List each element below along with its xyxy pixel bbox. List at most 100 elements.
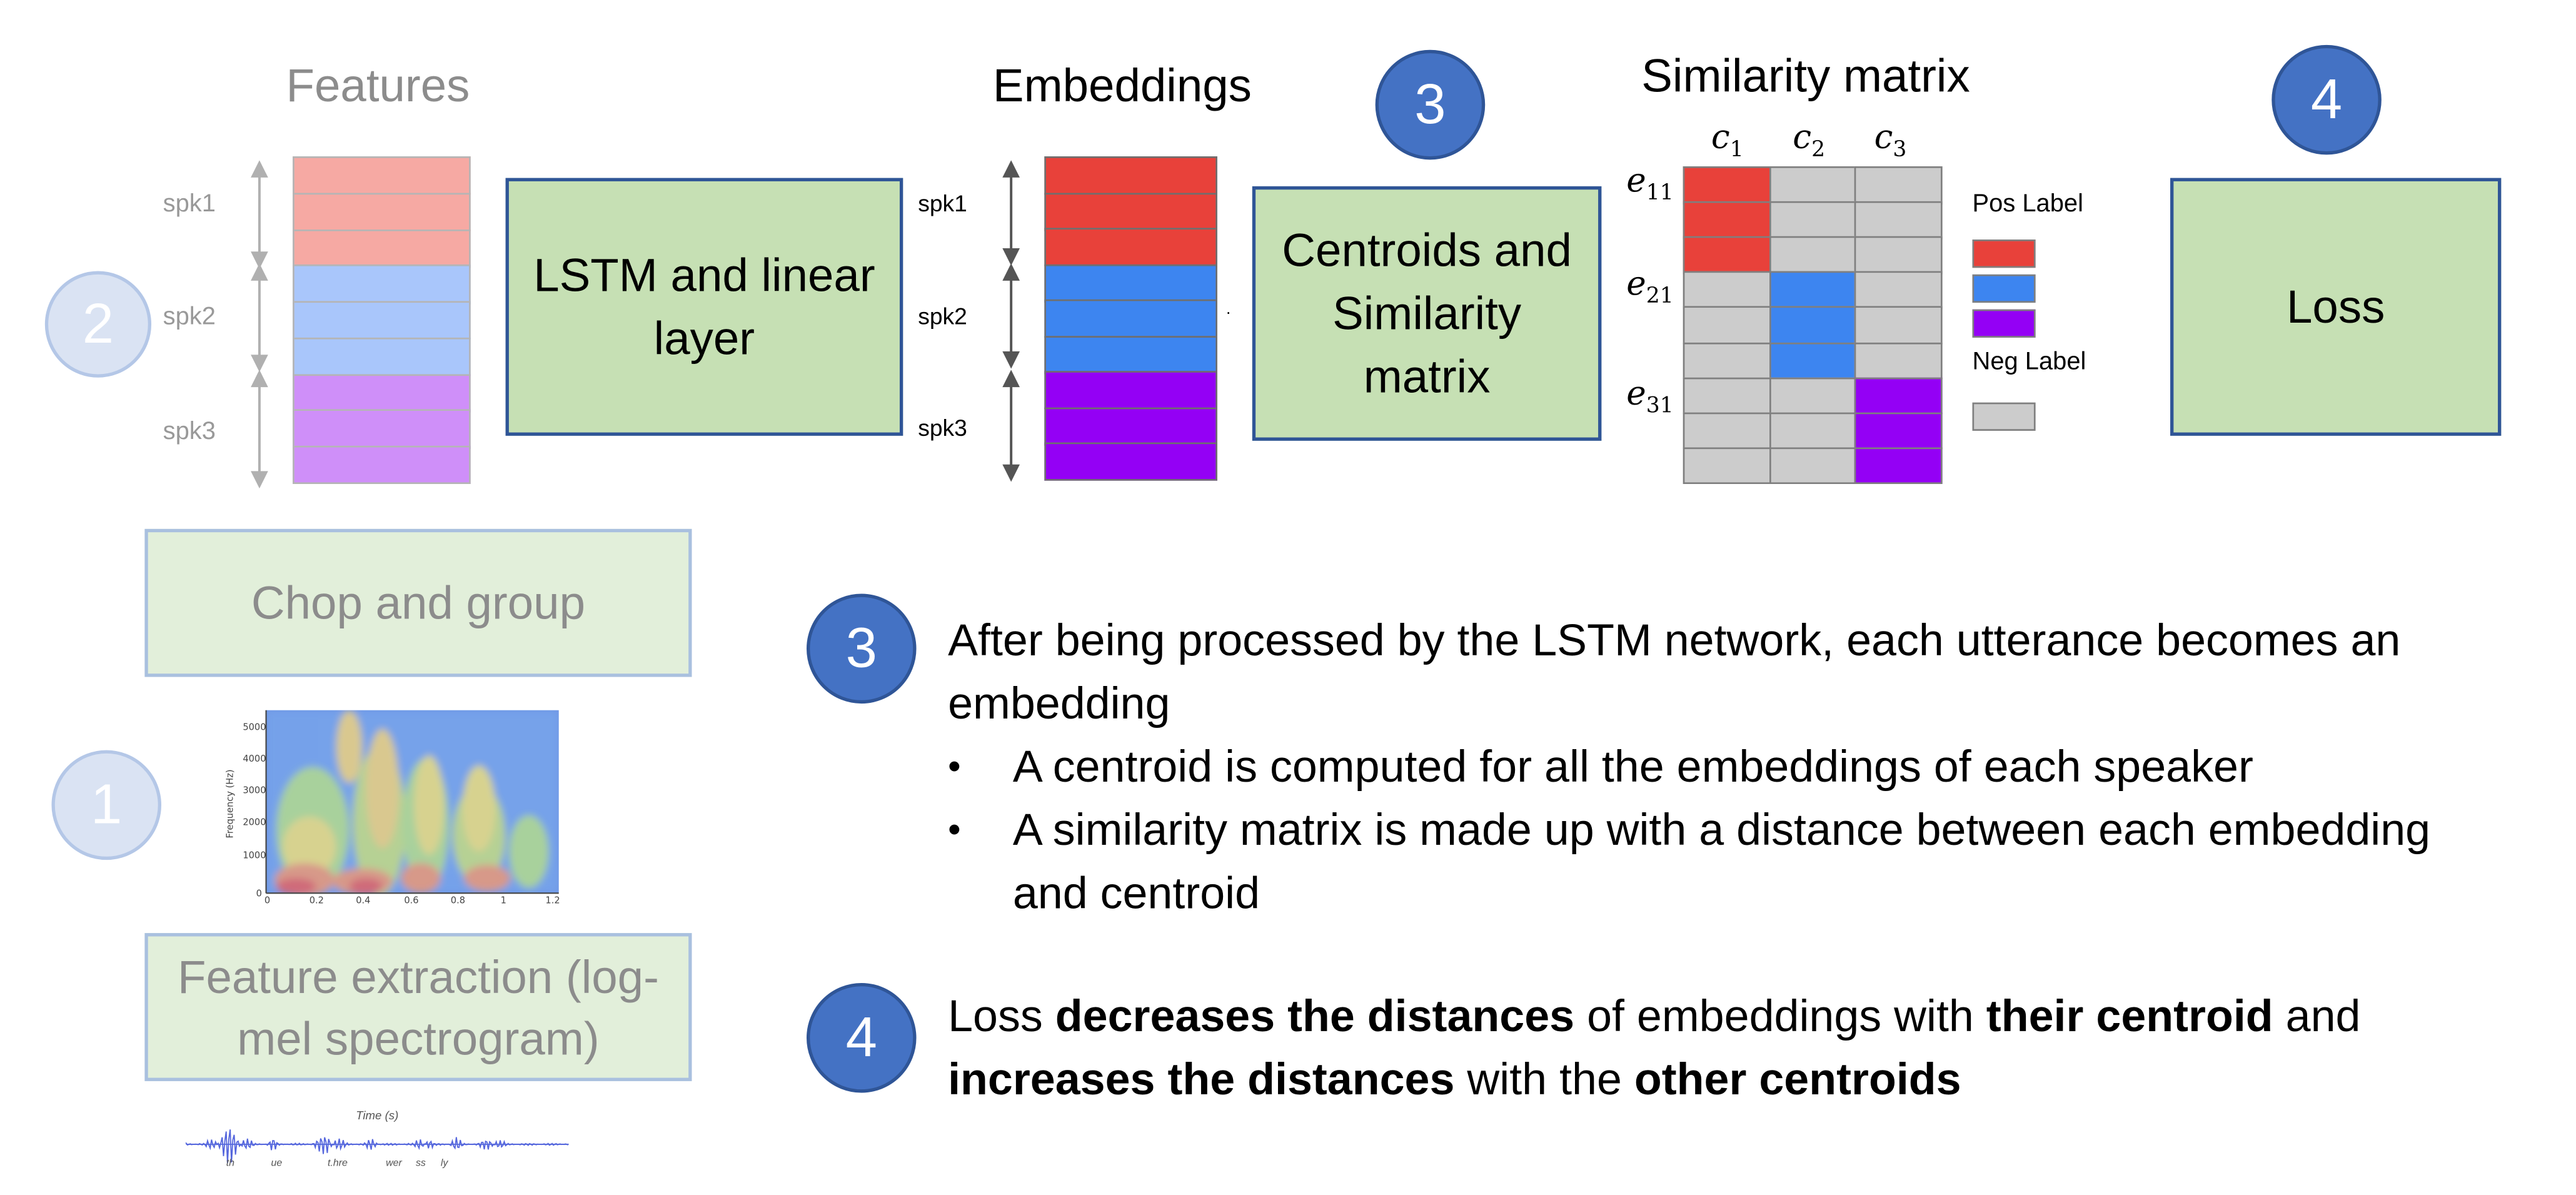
embeddings-spk1-label: spk1 xyxy=(918,189,967,216)
legend-neg-label: Neg Label xyxy=(1972,347,2086,376)
loss-box: Loss xyxy=(2170,178,2502,436)
matrix-cell xyxy=(1769,166,1858,204)
matrix-cell xyxy=(1769,201,1858,240)
features-bracket-arrows xyxy=(251,160,268,489)
matrix-cell xyxy=(1683,412,1772,450)
features-spk2-label: spk2 xyxy=(163,303,216,331)
matrix-cell xyxy=(1683,166,1772,204)
legend-pos-swatch-3 xyxy=(1972,309,2036,338)
stack-row xyxy=(1044,228,1217,266)
embeddings-title: Embeddings xyxy=(992,59,1252,112)
features-spk3-label: spk3 xyxy=(163,417,216,446)
lstm-box: LSTM and linear layer xyxy=(505,178,903,436)
matrix-cell xyxy=(1854,447,1943,485)
stack-row xyxy=(1044,335,1217,374)
matrix-cell xyxy=(1769,376,1858,415)
stack-row xyxy=(293,373,471,413)
stack-row xyxy=(293,192,471,231)
features-spk1-label: spk1 xyxy=(163,189,216,218)
spec-x-tick: 0.2 xyxy=(309,895,324,905)
matrix-cell xyxy=(1683,201,1772,240)
feature-extraction-box: Feature extraction (log-mel spectrogram) xyxy=(144,933,692,1081)
stack-row xyxy=(1044,300,1217,338)
spec-y-tick: 0 xyxy=(256,889,262,899)
step4-line1: Loss decreases the distances of embeddin… xyxy=(948,991,2361,1042)
step4-line2: increases the distances with the other c… xyxy=(948,1054,1961,1105)
step3-bullet2-line2: and centroid xyxy=(1012,868,1260,919)
legend-pos-label: Pos Label xyxy=(1972,189,2083,218)
stack-row xyxy=(293,446,471,485)
stack-row xyxy=(1044,263,1217,303)
waveform-image xyxy=(185,1129,569,1164)
matrix-cell xyxy=(1854,271,1943,310)
matrix-cell xyxy=(1683,236,1772,275)
stack-row xyxy=(1044,156,1217,195)
matrix-cell xyxy=(1683,447,1772,485)
stack-row xyxy=(293,337,471,376)
bullet-1-marker: • xyxy=(948,745,961,787)
matrix-cell xyxy=(1854,201,1943,240)
spec-x-tick: 1.2 xyxy=(545,895,560,905)
centroids-box: Centroids and Similarity matrix xyxy=(1252,186,1602,441)
embeddings-spk3-label: spk3 xyxy=(918,414,967,441)
spec-y-tick: 5000 xyxy=(243,722,266,733)
dot-mark: · xyxy=(1225,304,1232,323)
matrix-cell xyxy=(1769,447,1858,485)
legend-pos-swatch-1 xyxy=(1972,240,2036,268)
matrix-cell xyxy=(1683,376,1772,415)
step3-line1: After being processed by the LSTM networ… xyxy=(948,615,2401,665)
matrix-row-label-e31: e31 xyxy=(1626,372,1674,420)
similarity-matrix xyxy=(1683,166,1943,485)
waveform-phones: th ue t.hre wer ss ly xyxy=(226,1159,448,1169)
bullet-2-marker: • xyxy=(948,808,961,850)
stack-row xyxy=(293,156,471,195)
spectrogram-image: 5000 4000 3000 2000 1000 0 0 0.2 0.4 0.6… xyxy=(224,710,560,905)
legend-neg-swatch xyxy=(1972,402,2036,431)
step3-bullet1: A centroid is computed for all the embed… xyxy=(1012,742,2253,792)
matrix-cell xyxy=(1854,412,1943,450)
matrix-cell xyxy=(1854,166,1943,204)
matrix-cell xyxy=(1769,306,1858,345)
step3-line2: embedding xyxy=(948,678,1170,729)
stack-row xyxy=(293,228,471,268)
step-4-circle-top: 4 xyxy=(2272,44,2382,155)
step-4-circle: 4 xyxy=(807,982,917,1093)
waveform-title: Time (s) xyxy=(356,1111,399,1123)
matrix-cell xyxy=(1769,236,1858,275)
stack-row xyxy=(1044,443,1217,482)
step3-bullet2-line1: A similarity matrix is made up with a di… xyxy=(1012,805,2431,855)
spec-y-tick: 1000 xyxy=(243,850,266,860)
matrix-cell xyxy=(1683,306,1772,345)
stack-row xyxy=(1044,407,1217,446)
matrix-cell xyxy=(1854,306,1943,345)
spec-x-tick: 0 xyxy=(264,895,270,905)
step-1-circle: 1 xyxy=(51,750,162,860)
step-3-circle-top: 3 xyxy=(1375,49,1486,160)
step-3-circle: 3 xyxy=(807,593,917,704)
matrix-cell xyxy=(1769,271,1858,310)
matrix-row-label-e11: e11 xyxy=(1626,159,1674,206)
spec-y-tick: 2000 xyxy=(243,817,266,827)
embeddings-stack xyxy=(1044,156,1217,482)
stack-row xyxy=(293,301,471,340)
legend-pos-swatch-2 xyxy=(1972,274,2036,303)
spec-x-tick: 0.6 xyxy=(404,895,418,905)
spec-y-tick: 4000 xyxy=(243,754,266,764)
embeddings-spk2-label: spk2 xyxy=(918,303,967,330)
spec-y-tick: 3000 xyxy=(243,785,266,796)
matrix-col-label-c3: c3 xyxy=(1874,116,1907,163)
spec-x-tick: 0.8 xyxy=(451,895,465,905)
matrix-cell xyxy=(1854,341,1943,380)
features-stack xyxy=(293,156,471,485)
stack-row xyxy=(293,410,471,449)
matrix-col-label-c1: c1 xyxy=(1711,116,1744,163)
spec-x-tick: 1 xyxy=(501,895,506,905)
matrix-row-label-e21: e21 xyxy=(1626,263,1674,310)
features-title: Features xyxy=(286,59,470,112)
matrix-cell xyxy=(1683,271,1772,310)
step-2-circle: 2 xyxy=(44,271,152,378)
matrix-cell xyxy=(1683,341,1772,380)
matrix-cell xyxy=(1769,341,1858,380)
stack-row xyxy=(293,265,471,304)
